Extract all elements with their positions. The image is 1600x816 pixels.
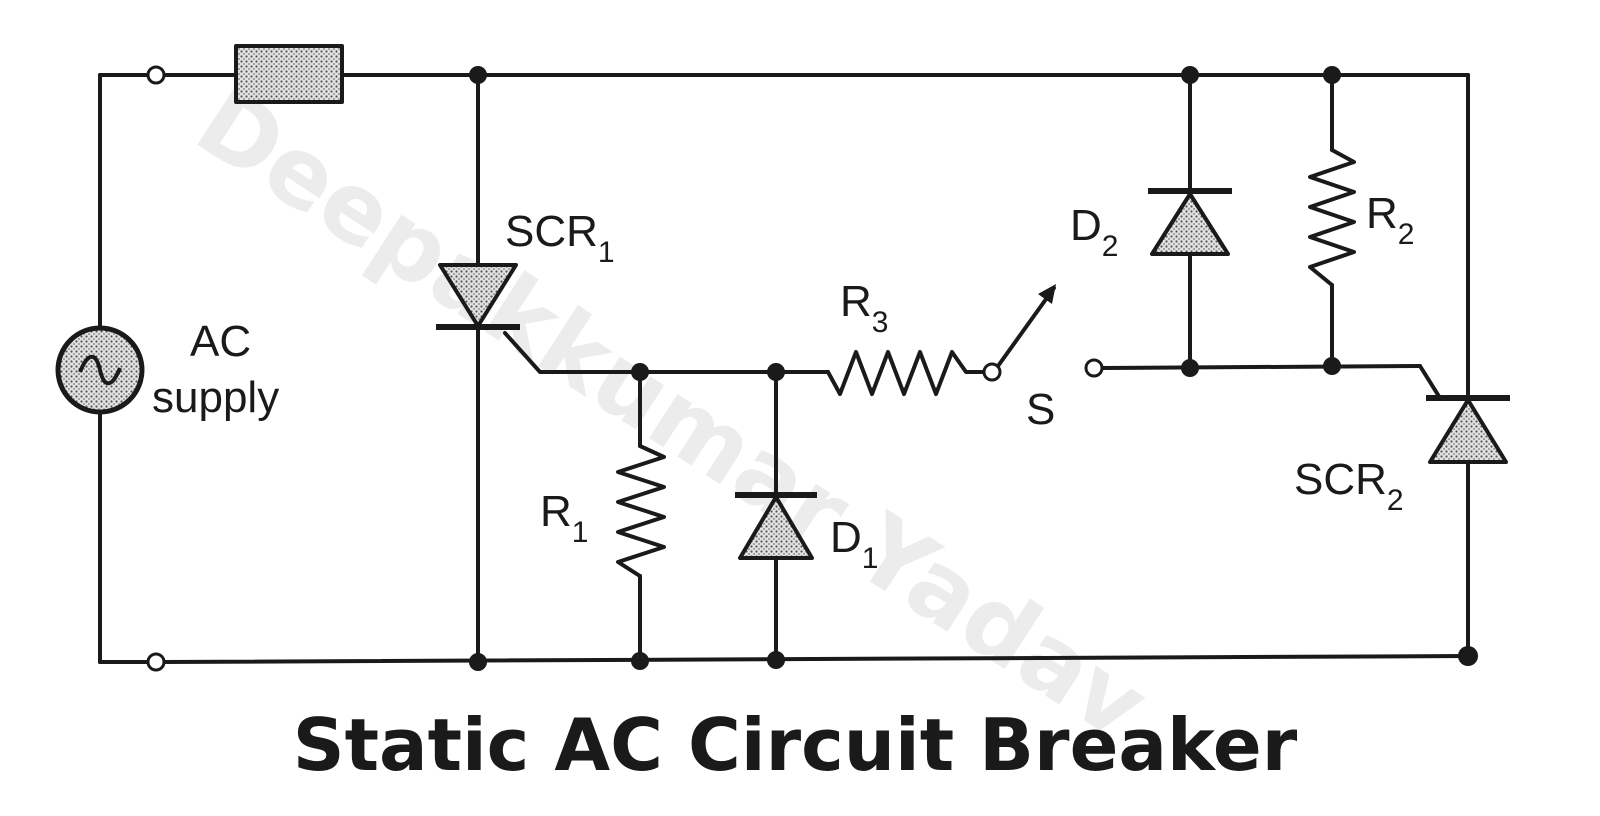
scr1-thyristor-icon (436, 263, 520, 330)
r1-resistor-icon (616, 444, 666, 578)
switch-label: S (1026, 385, 1055, 434)
r3-label: R3 (840, 277, 888, 339)
scr1-label: SCR1 (505, 207, 615, 269)
junction-dots (469, 66, 1478, 671)
switch-icon (982, 284, 1104, 382)
d2-label: D2 (1070, 201, 1118, 263)
d2-diode-icon (1148, 188, 1232, 256)
ac-label-line1: AC (190, 317, 251, 366)
ac-label-line2: supply (152, 373, 279, 422)
wiring (98, 73, 1470, 664)
terminal-bottom (146, 652, 166, 672)
r2-label: R2 (1366, 189, 1414, 251)
fuse-icon (234, 44, 344, 104)
d1-diode-icon (735, 492, 817, 560)
ac-source-icon (55, 325, 145, 415)
r1-label: R1 (540, 487, 588, 549)
d1-label: D1 (830, 513, 878, 575)
scr2-label: SCR2 (1294, 455, 1404, 517)
r2-resistor-icon (1308, 148, 1356, 287)
r3-resistor-icon (826, 350, 986, 396)
terminal-top (146, 65, 166, 85)
caption-title: Static AC Circuit Breaker (293, 703, 1298, 787)
scr2-thyristor-icon (1426, 395, 1510, 464)
